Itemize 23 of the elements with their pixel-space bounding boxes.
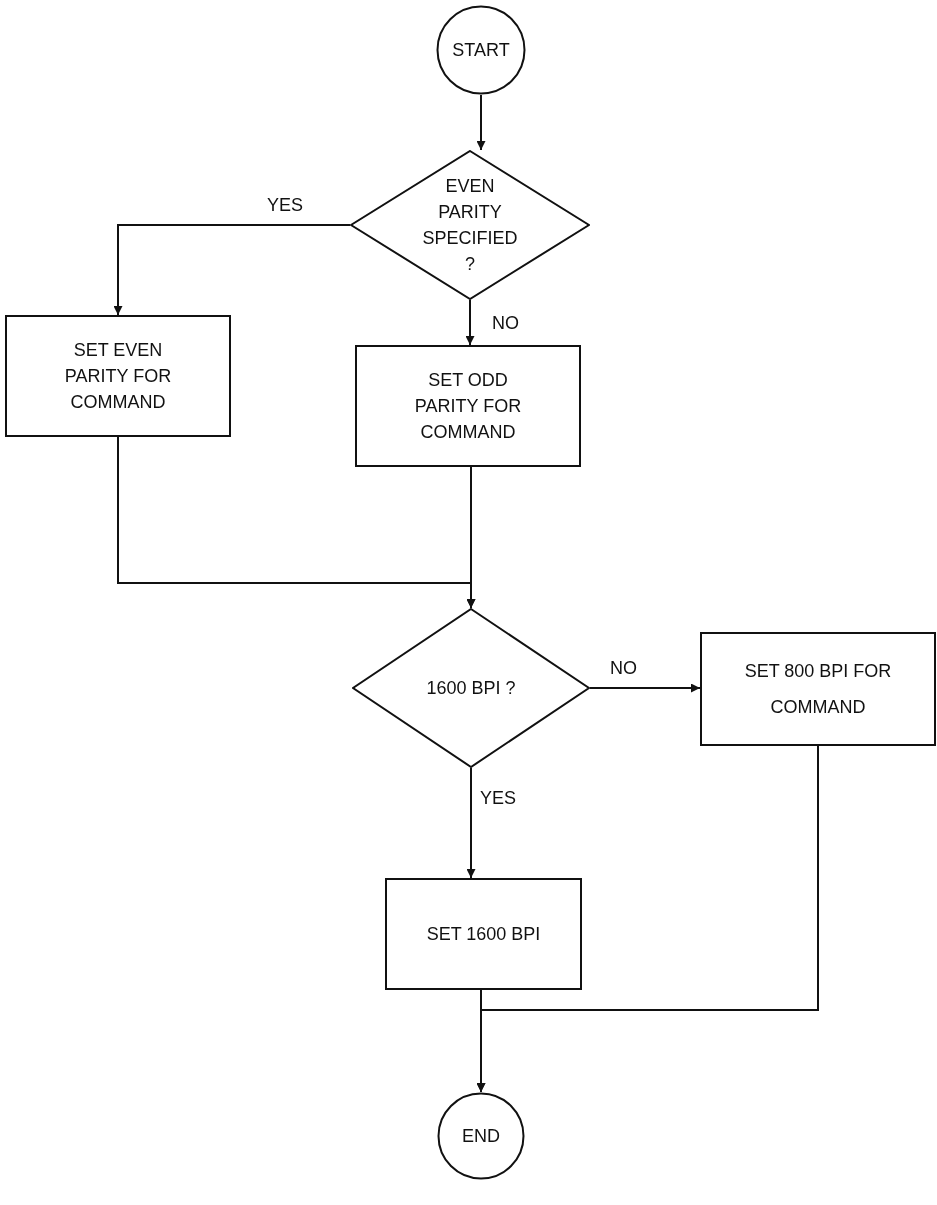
- node-label: EVEN PARITY SPECIFIED ?: [421, 174, 519, 277]
- node-label: SET EVEN PARITY FOR COMMAND: [63, 338, 173, 415]
- arrow: [466, 466, 476, 609]
- process-box: [5, 315, 231, 437]
- arrow: [476, 94, 486, 151]
- arrow: [589, 683, 701, 693]
- process-box: [355, 345, 581, 467]
- decision-diamond: [350, 150, 590, 300]
- arrow: [113, 224, 351, 316]
- arrow: [466, 767, 476, 879]
- terminal-circle: [436, 5, 526, 95]
- node-label: 1600 BPI ?: [425, 676, 517, 700]
- arrow: [465, 299, 475, 346]
- node-label: SET 1600 BPI: [425, 922, 542, 946]
- node-label: START: [451, 38, 511, 62]
- node-label: SET 800 BPI FOR COMMAND: [743, 660, 893, 719]
- node-label: END: [461, 1124, 501, 1148]
- terminal-circle: [437, 1092, 525, 1180]
- process-box: [385, 878, 582, 990]
- arrow: [476, 745, 819, 1093]
- process-box: [700, 632, 936, 746]
- decision-diamond: [352, 608, 590, 768]
- node-label: SET ODD PARITY FOR COMMAND: [413, 368, 523, 445]
